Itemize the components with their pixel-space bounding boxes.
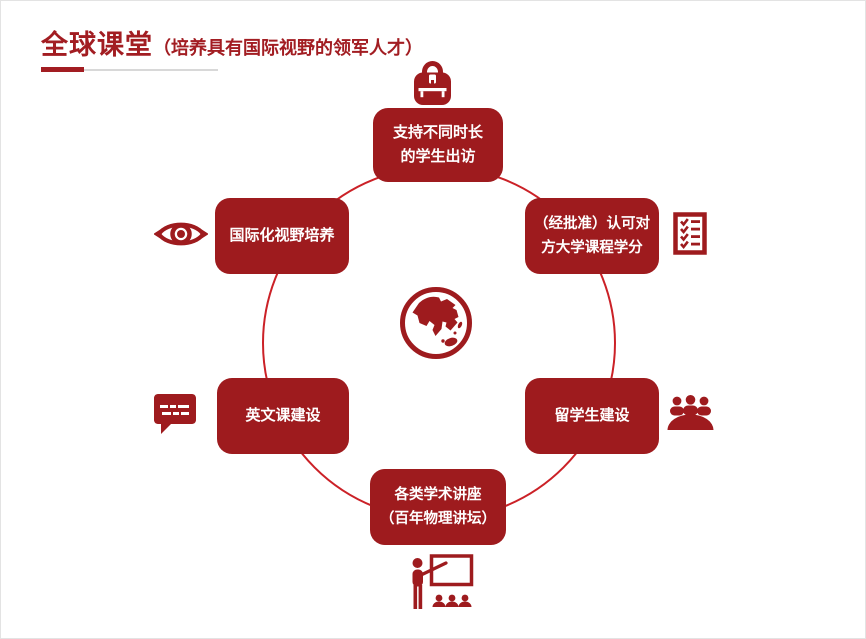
node-intl-students: 留学生建设 bbox=[525, 378, 659, 454]
title-subtitle: （培养具有国际视野的领军人才） bbox=[153, 38, 423, 58]
title-main: 全球课堂 bbox=[41, 30, 153, 60]
meeting-people-icon bbox=[666, 395, 715, 430]
node-intl-vision: 国际化视野培养 bbox=[215, 198, 349, 274]
eye-icon bbox=[154, 214, 208, 254]
node-label-line: 国际化视野培养 bbox=[229, 227, 335, 244]
title-underline-accent bbox=[41, 67, 84, 72]
node-lectures: 各类学术讲座 （百年物理讲坛） bbox=[370, 469, 506, 545]
header: 全球课堂（培养具有国际视野的领军人才） bbox=[41, 23, 423, 62]
speech-bubble-icon bbox=[152, 392, 198, 435]
node-label-line: （百年物理讲坛） bbox=[380, 511, 496, 527]
node-label-line: 的学生出访 bbox=[400, 148, 476, 165]
node-label-line: 方大学课程学分 bbox=[541, 240, 643, 256]
backpack-icon bbox=[410, 60, 455, 108]
node-label-line: 各类学术讲座 bbox=[394, 487, 482, 503]
node-student-visits: 支持不同时长 的学生出访 bbox=[373, 108, 503, 182]
node-english-courses: 英文课建设 bbox=[217, 378, 349, 454]
lecture-teacher-icon bbox=[408, 554, 474, 612]
page-title: 全球课堂（培养具有国际视野的领军人才） bbox=[41, 23, 423, 62]
node-credit-transfer: （经批准）认可对 方大学课程学分 bbox=[525, 198, 659, 274]
node-label-line: 英文课建设 bbox=[245, 407, 321, 424]
checklist-icon bbox=[673, 212, 707, 255]
node-label-line: （经批准）认可对 bbox=[534, 216, 650, 232]
globe-asia-icon bbox=[398, 285, 474, 361]
node-label-line: 支持不同时长 bbox=[392, 124, 483, 141]
title-underline bbox=[84, 69, 218, 71]
node-label-line: 留学生建设 bbox=[554, 407, 630, 424]
